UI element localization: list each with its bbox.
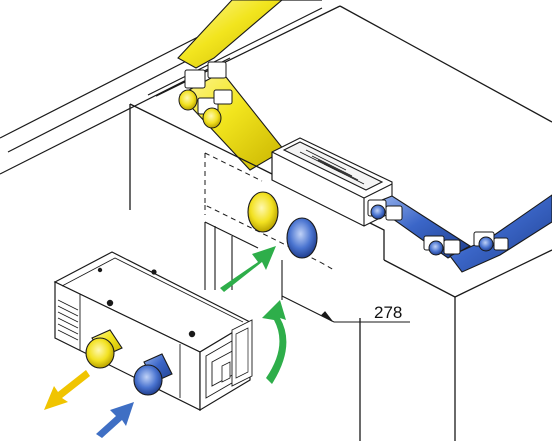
extract-wall-hole <box>286 217 318 259</box>
arrow-intake-blue-icon <box>96 402 134 438</box>
dimension-label: 278 <box>374 303 402 322</box>
duct-fittings-right <box>367 199 509 256</box>
unit-spigots <box>85 329 173 396</box>
ceiling-structure <box>0 0 323 175</box>
dashed-install-outline <box>204 152 335 271</box>
wall-holes <box>247 191 318 259</box>
supply-wall-hole <box>247 191 279 233</box>
dimension-278 <box>281 295 410 323</box>
arrow-insert-green-icon <box>220 246 276 292</box>
ceiling-unit <box>271 137 393 227</box>
arrow-rotate-green-icon <box>262 300 287 384</box>
duct-fittings-upper <box>178 61 233 129</box>
supply-spigot <box>85 337 115 369</box>
extract-spigot <box>133 364 163 396</box>
wall-opening <box>204 221 283 300</box>
arrow-exhaust-yellow-icon <box>44 370 90 410</box>
supply-duct-top <box>177 0 285 171</box>
